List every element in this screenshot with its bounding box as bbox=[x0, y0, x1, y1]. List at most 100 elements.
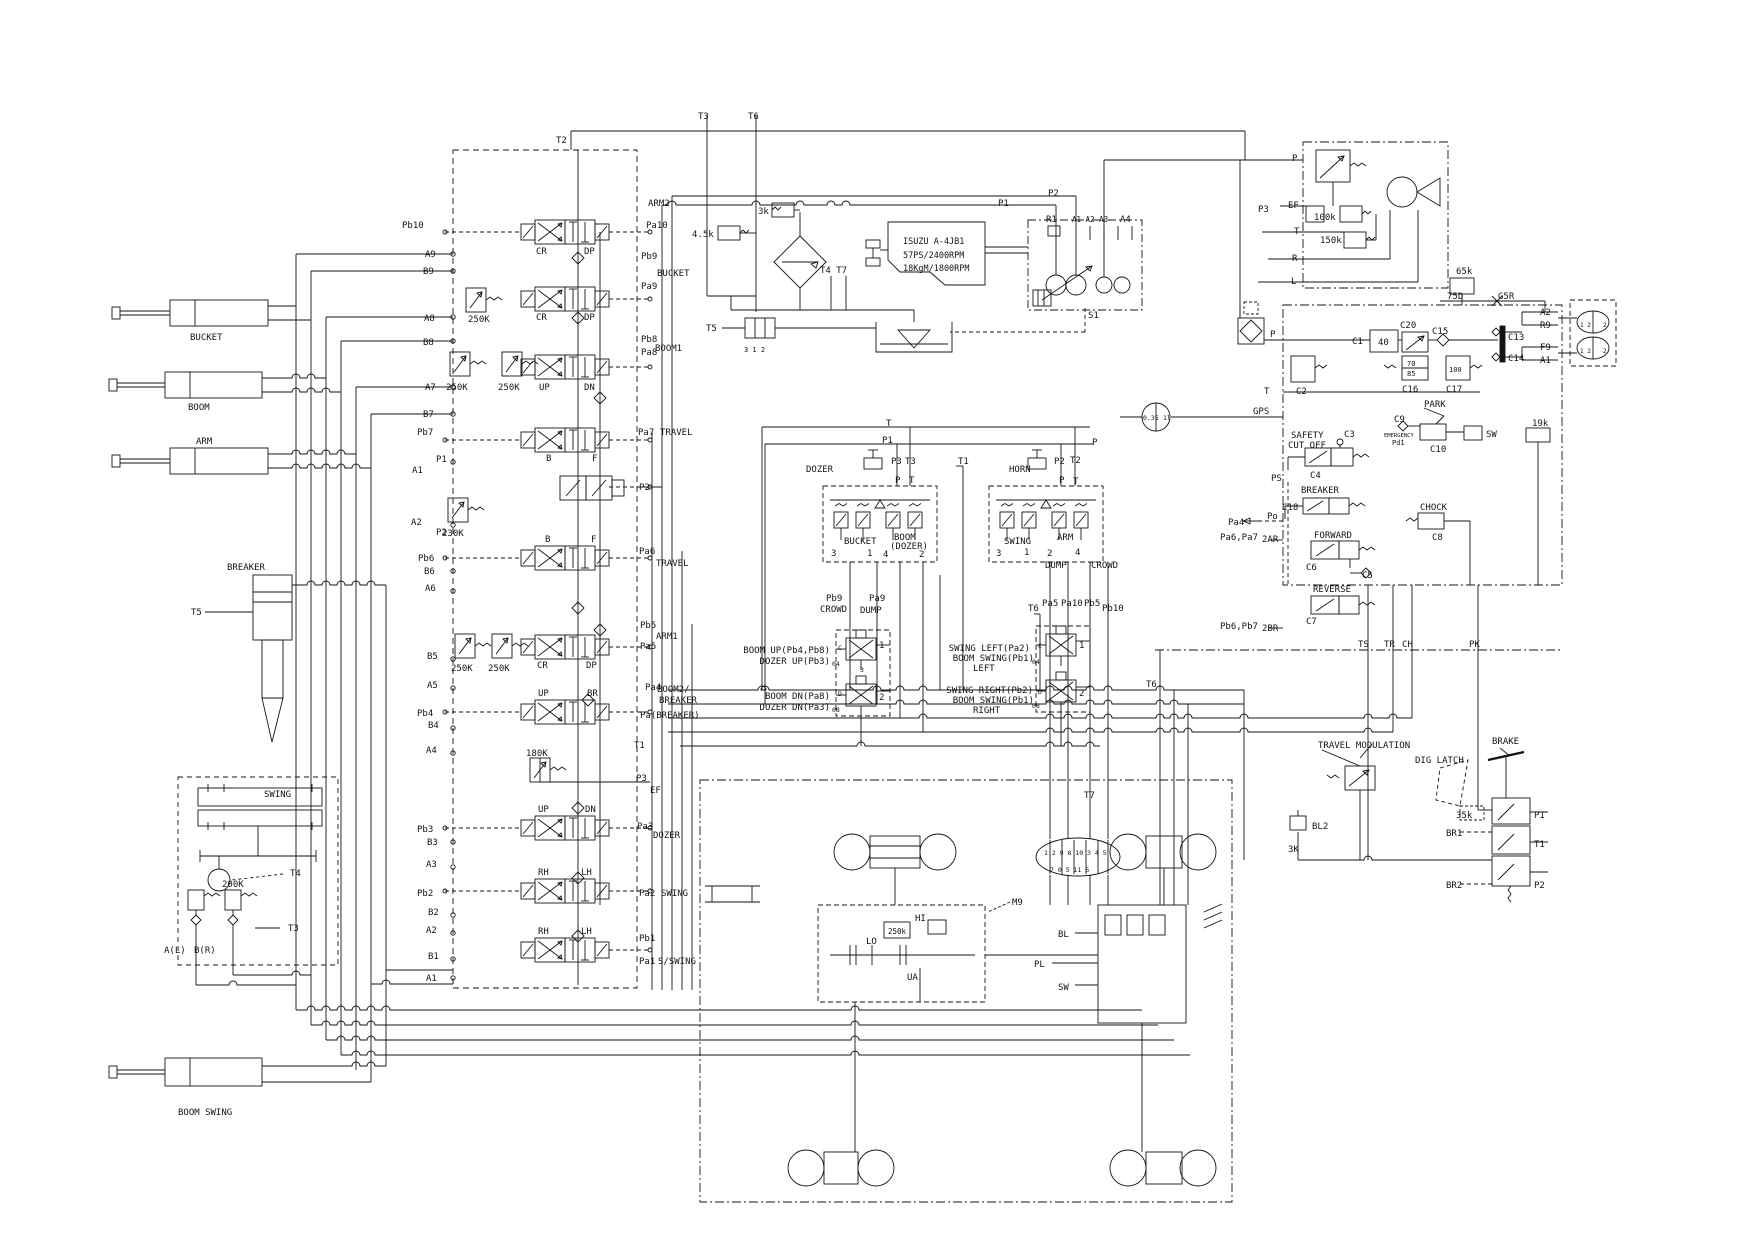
label-hi-237: HI bbox=[915, 914, 926, 924]
label-4-204: 4 bbox=[1075, 548, 1080, 558]
label-park-162: PARK bbox=[1424, 400, 1446, 410]
relief-valves bbox=[447, 287, 567, 783]
label-t6-234: T6 bbox=[1028, 604, 1039, 614]
label-lh-83: LH bbox=[581, 927, 592, 937]
label-pl-243: PL bbox=[1034, 960, 1045, 970]
label-t6-235: T6 bbox=[1146, 680, 1157, 690]
label-b4-61: B4 bbox=[428, 721, 439, 731]
swing-motor bbox=[177, 776, 339, 985]
label-p3-112: P3 bbox=[1258, 205, 1269, 215]
label-t-197: T bbox=[1073, 477, 1079, 487]
label-pb7-27: Pb7 bbox=[417, 428, 433, 438]
label-150k-116: 150k bbox=[1320, 236, 1342, 246]
label-a1-87: A1 bbox=[426, 974, 437, 984]
label-d-231: D bbox=[1038, 688, 1042, 696]
label-sw-244: SW bbox=[1058, 983, 1069, 993]
label-up-23: UP bbox=[539, 383, 550, 393]
label-arm1-46: ARM1 bbox=[656, 632, 678, 642]
label-f-39: F bbox=[591, 535, 596, 545]
label-1-2-258: 1 2 bbox=[1580, 322, 1591, 329]
label-pb9-189: Pb9 bbox=[826, 594, 842, 604]
brake-group bbox=[1321, 743, 1548, 903]
label-dozer-179: DOZER bbox=[806, 465, 834, 475]
label-3-216: 3 bbox=[860, 666, 864, 674]
cylinders bbox=[108, 299, 269, 1087]
label-boom-89: BOOM bbox=[188, 403, 210, 413]
label-2-221: 2 bbox=[879, 693, 884, 703]
label-1-215: 1 bbox=[879, 641, 884, 651]
label-c-225: C bbox=[1038, 642, 1042, 650]
valve-spools bbox=[520, 219, 625, 963]
label-right-230: RIGHT bbox=[973, 706, 1001, 716]
pilot-manifold bbox=[1120, 277, 1617, 629]
label-c1-123: C1 bbox=[1352, 337, 1363, 347]
label-ps-147: PS bbox=[1271, 474, 1282, 484]
label-cr-14: CR bbox=[536, 313, 547, 323]
label-a2-129: A2 bbox=[1540, 308, 1551, 318]
label-85-136: 85 bbox=[1407, 370, 1415, 378]
label-dozer-up-pb3-212: DOZER UP(Pb3) bbox=[760, 657, 830, 667]
label-4-187: 4 bbox=[883, 550, 888, 560]
label-4-5k-101: 4.5k bbox=[692, 230, 714, 240]
label-c5-156: C5 bbox=[1362, 571, 1373, 581]
label-bl2-256: BL2 bbox=[1312, 822, 1328, 832]
label-b2-79: B2 bbox=[428, 908, 439, 918]
label-safety-143: SAFETY bbox=[1291, 431, 1324, 441]
label-dozer-72: DOZER bbox=[653, 831, 681, 841]
label-boom-dn-pa8-217: BOOM DN(Pa8) bbox=[765, 692, 830, 702]
label-a7-25: A7 bbox=[425, 383, 436, 393]
label-0-35-141: 0.35 bbox=[1143, 414, 1159, 422]
label-1-184: 1 bbox=[867, 549, 872, 559]
label-70-135: 70 bbox=[1407, 360, 1415, 368]
label-1-2-9-8-10-3-4-5-245: 1 2 9 8 10 3 4 5 bbox=[1044, 849, 1107, 857]
label-ch-172: CH bbox=[1402, 640, 1413, 650]
label-t6-2: T6 bbox=[748, 112, 759, 122]
label-b3-71: B3 bbox=[427, 838, 438, 848]
label-250k-50: 250K bbox=[488, 664, 510, 674]
label-boom2-58: BOOM2/ bbox=[657, 685, 690, 695]
label-bucket-88: BUCKET bbox=[190, 333, 223, 343]
label-p2-106: P2 bbox=[1048, 189, 1059, 199]
label-c2-134: C2 bbox=[1296, 387, 1307, 397]
label-sw-166: SW bbox=[1486, 430, 1497, 440]
label-forward-154: FORWARD bbox=[1314, 531, 1352, 541]
label-pb3-69: Pb3 bbox=[417, 825, 433, 835]
label-travel-31: TRAVEL bbox=[660, 428, 693, 438]
label-pk-173: PK bbox=[1469, 640, 1480, 650]
label-p-111: P bbox=[1292, 154, 1298, 164]
label-ts-170: TS bbox=[1358, 640, 1369, 650]
label-pb5-209: Pb5 bbox=[1084, 599, 1100, 609]
label-3k-257: 3K bbox=[1288, 845, 1299, 855]
label-c18-149: C18 bbox=[1282, 503, 1298, 513]
label-left-224: LEFT bbox=[973, 664, 995, 674]
label-pb9-9: Pb9 bbox=[641, 252, 657, 262]
label-travel-modulation-247: TRAVEL MODULATION bbox=[1318, 741, 1410, 751]
label-dn-68: DN bbox=[585, 805, 596, 815]
label-pa2-77: Pa2 bbox=[639, 889, 655, 899]
label-r1-107: R1 bbox=[1046, 215, 1057, 225]
label-a2-80: A2 bbox=[426, 926, 437, 936]
label-p-198: P bbox=[1092, 438, 1098, 448]
label-04-214: 04 bbox=[832, 660, 840, 668]
label-08-232: 08 bbox=[1032, 702, 1040, 710]
label-2-188: 2 bbox=[919, 550, 924, 560]
label-reverse-157: REVERSE bbox=[1313, 585, 1351, 595]
label-pa3-70: Pa3 bbox=[637, 822, 653, 832]
label-lh-75: LH bbox=[581, 868, 592, 878]
label-a5-53: A5 bbox=[427, 681, 438, 691]
label-c6-155: C6 bbox=[1306, 563, 1317, 573]
label-c14-128: C14 bbox=[1508, 354, 1524, 364]
label-swing-199: SWING bbox=[1004, 537, 1031, 547]
label-7-0-5-11-6-246: 7 0 5 11 6 bbox=[1050, 866, 1089, 874]
label-s1-110: S1 bbox=[1088, 311, 1099, 321]
label-b6-42: B6 bbox=[424, 567, 435, 577]
label-a9-8: A9 bbox=[425, 250, 436, 260]
label-p1-175: P1 bbox=[882, 436, 893, 446]
label-40-124: 40 bbox=[1378, 338, 1389, 348]
label-t4-t7-102: T4 T7 bbox=[820, 266, 847, 276]
label-bucket-182: BUCKET bbox=[844, 537, 877, 547]
label-p-122: P bbox=[1270, 330, 1276, 340]
label-c10-163: C10 bbox=[1430, 445, 1446, 455]
